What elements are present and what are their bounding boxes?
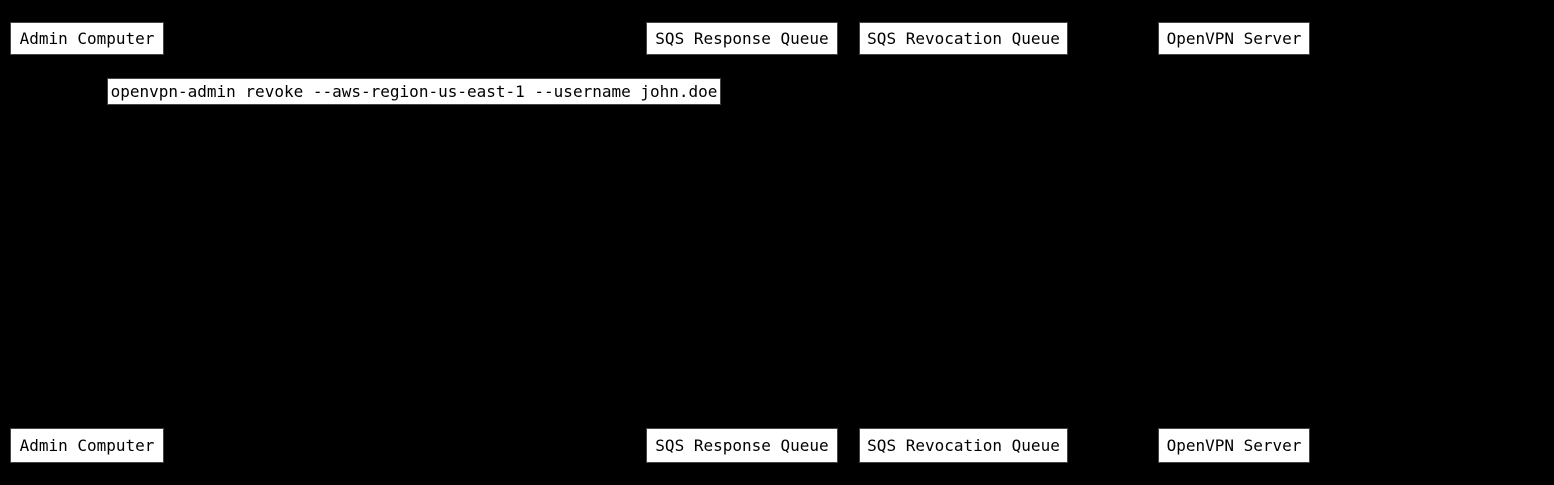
participant-sqs-revocation-queue-bottom: SQS Revocation Queue — [859, 428, 1068, 463]
message-label-revoke-command: openvpn-admin revoke --aws-region-us-eas… — [107, 78, 721, 105]
participant-openvpn-server-top: OpenVPN Server — [1158, 22, 1310, 55]
participant-sqs-response-queue-bottom: SQS Response Queue — [646, 428, 838, 463]
participant-openvpn-server-bottom: OpenVPN Server — [1158, 428, 1310, 463]
participant-sqs-revocation-queue-top: SQS Revocation Queue — [859, 22, 1068, 55]
participant-sqs-response-queue-top: SQS Response Queue — [646, 22, 838, 55]
participant-admin-computer-top: Admin Computer — [10, 22, 164, 55]
participant-admin-computer-bottom: Admin Computer — [10, 428, 164, 463]
